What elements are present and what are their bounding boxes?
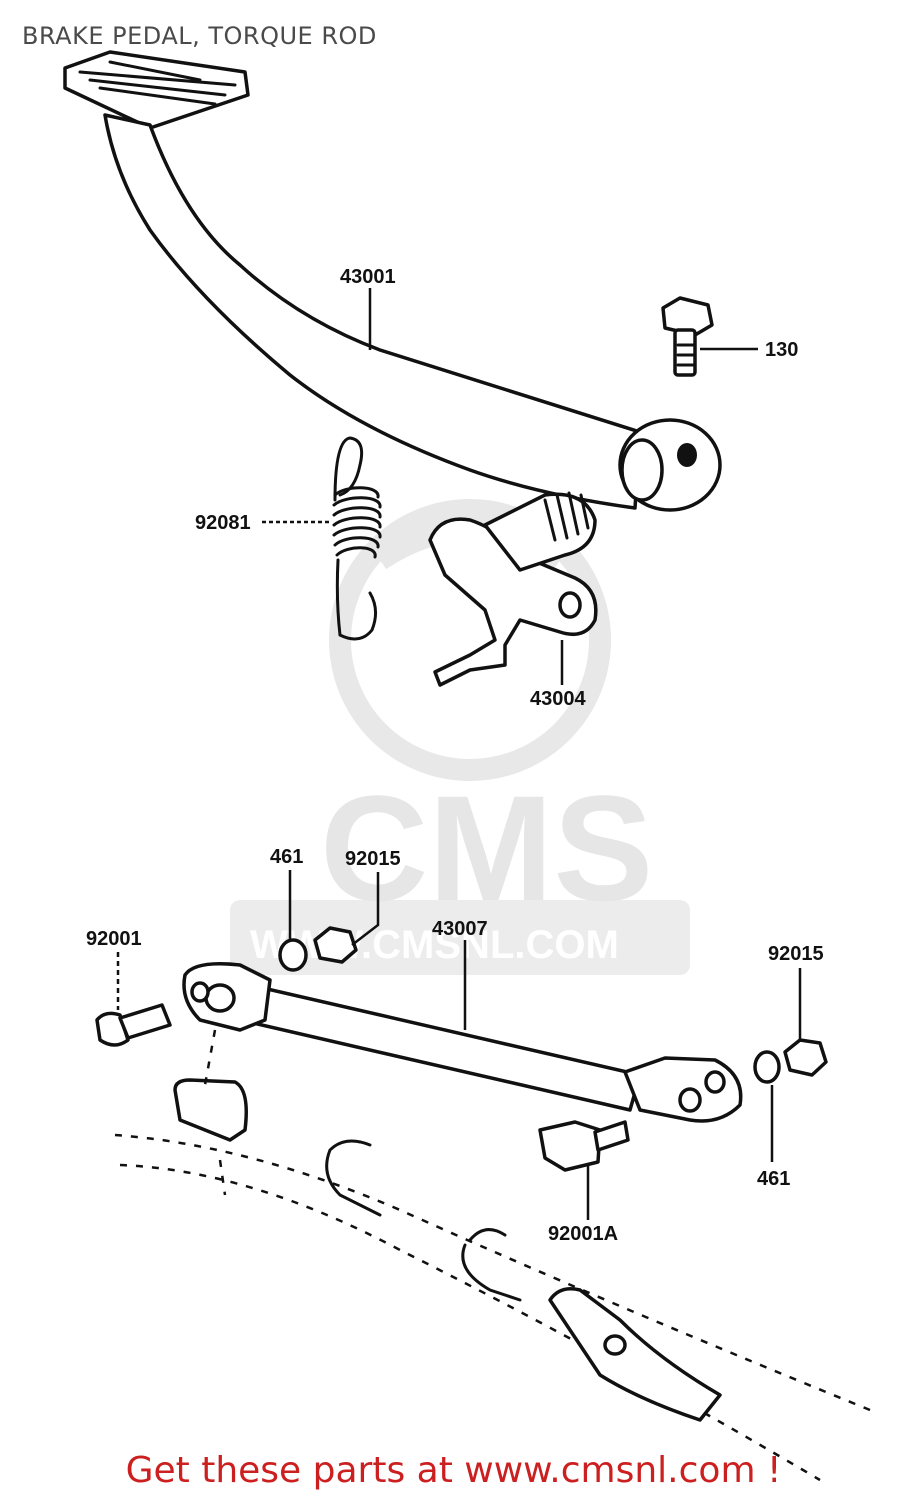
footer-link-text[interactable]: Get these parts at www.cmsnl.com !: [125, 1450, 782, 1491]
label-130: 130: [765, 339, 798, 361]
washer-461-top: [278, 938, 308, 972]
washer-461-right: [753, 1050, 781, 1084]
label-92015-right: 92015: [768, 943, 824, 965]
part-labels: 43001 130 92081 43004 461 92015 43007 92…: [86, 266, 824, 1245]
page-title: BRAKE PEDAL, TORQUE ROD: [22, 22, 377, 50]
bolt-92001: [95, 1003, 172, 1047]
label-92001A: 92001A: [548, 1223, 618, 1245]
watermark: CMS WWW.CMSNL.COM: [230, 499, 690, 975]
bolt-92001A: [538, 1120, 630, 1172]
label-92001: 92001: [86, 928, 142, 950]
label-43007: 43007: [432, 918, 488, 940]
watermark-url-text: WWW.CMSNL.COM: [250, 923, 619, 967]
label-92081: 92081: [195, 512, 251, 534]
spring-92081: [332, 436, 382, 641]
nut-92015-top: [313, 926, 358, 964]
label-43004: 43004: [530, 688, 586, 710]
nut-92015-right: [783, 1038, 828, 1077]
watermark-logo-text: CMS: [320, 764, 653, 932]
bolt-130: [661, 296, 714, 377]
frame-bracket: [114, 1029, 871, 1482]
torque-rod-43007: [182, 962, 743, 1123]
label-43001: 43001: [340, 266, 396, 288]
brake-pedal: [63, 50, 722, 512]
label-461-right: 461: [757, 1168, 790, 1190]
leader-lines: [116, 288, 802, 1220]
label-461-top: 461: [270, 846, 303, 868]
label-92015-top: 92015: [345, 848, 401, 870]
brake-arm-43004: [428, 491, 598, 687]
